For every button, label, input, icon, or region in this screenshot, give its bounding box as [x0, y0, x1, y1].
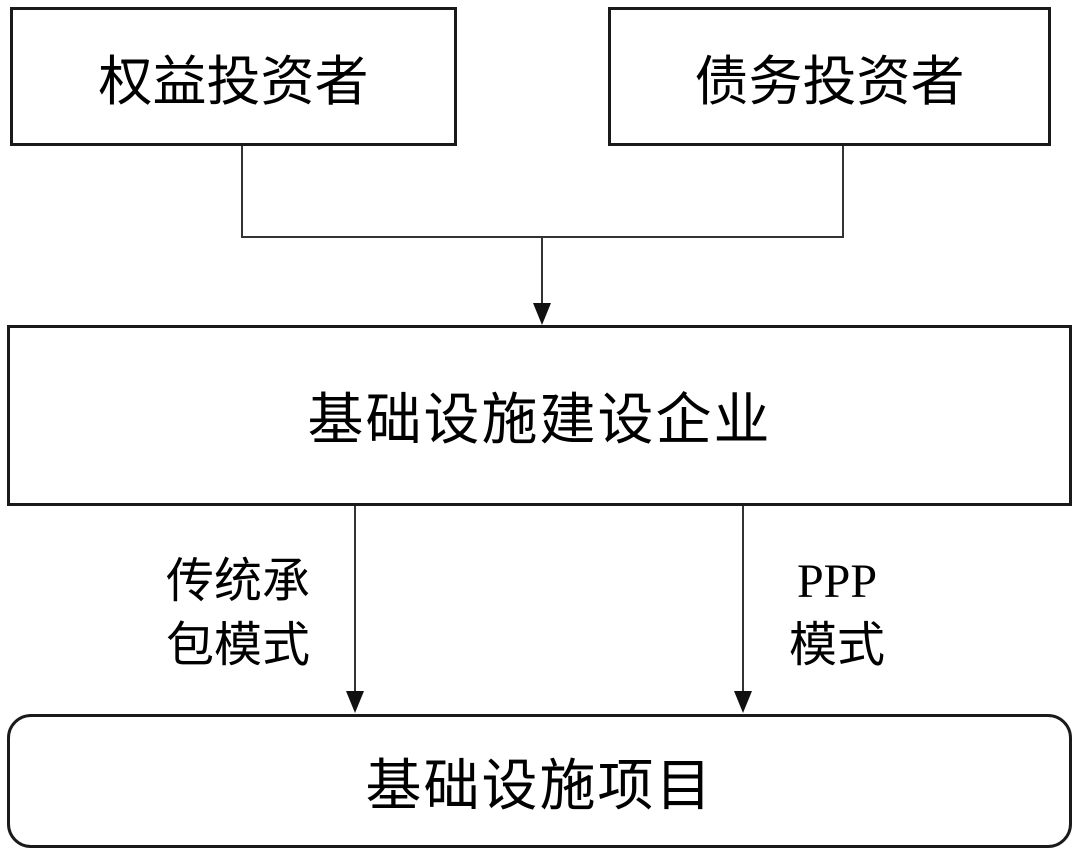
- node-infrastructure-enterprise: 基础设施建设企业: [7, 325, 1072, 506]
- edge-label-traditional-line1: 传统承: [166, 555, 311, 608]
- node-equity-investor-label: 权益投资者: [98, 52, 369, 112]
- edge-label-ppp-line1: PPP: [796, 555, 878, 608]
- arrowhead-ppp: [734, 691, 752, 713]
- node-debt-investor: 债务投资者: [608, 7, 1051, 146]
- arrowhead-to-enterprise: [533, 303, 551, 325]
- arrowhead-traditional: [346, 691, 364, 713]
- edge-label-traditional-contracting: 传统承 包模式: [166, 550, 310, 678]
- node-debt-investor-label: 债务投资者: [694, 52, 965, 112]
- node-infrastructure-enterprise-label: 基础设施建设企业: [307, 390, 772, 452]
- node-infrastructure-project-label: 基础设施项目: [365, 755, 714, 818]
- node-infrastructure-project: 基础设施项目: [7, 714, 1072, 848]
- node-equity-investor: 权益投资者: [10, 7, 457, 146]
- edge-label-traditional-line2: 包模式: [166, 619, 311, 672]
- edge-label-ppp-line2: 模式: [788, 619, 885, 672]
- edge-label-ppp-mode: PPP 模式: [776, 550, 898, 678]
